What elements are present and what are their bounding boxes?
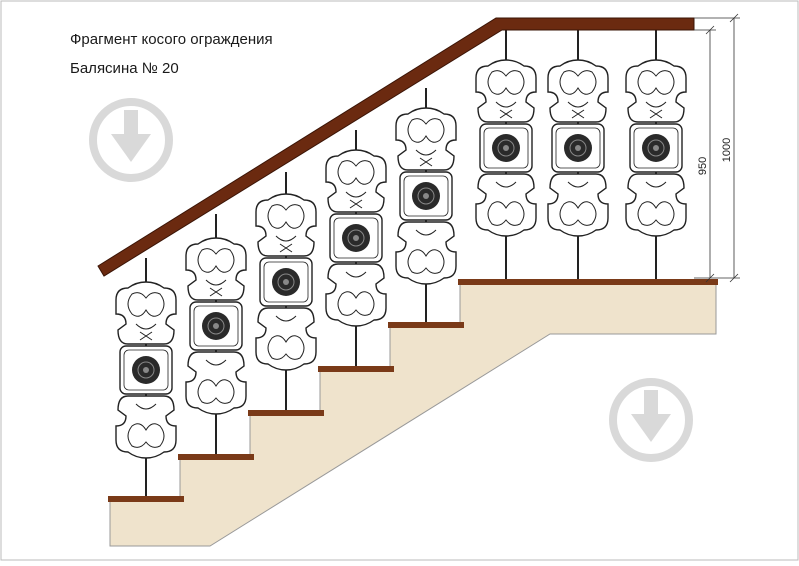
baluster-7 — [547, 59, 609, 237]
dimension-950: 950 — [697, 157, 709, 175]
baluster-6 — [475, 59, 537, 237]
drawing-title: Фрагмент косого ограждения — [70, 31, 273, 48]
dimension-1000: 1000 — [721, 138, 733, 162]
stair-treads — [108, 279, 718, 502]
baluster-2 — [185, 237, 247, 415]
watermark-download-icon — [93, 102, 169, 178]
baluster-3 — [255, 193, 317, 371]
baluster-4 — [325, 149, 387, 327]
baluster-8 — [625, 59, 687, 237]
dimension-lines — [694, 13, 740, 283]
watermark-download-icon — [613, 382, 689, 458]
baluster-5 — [395, 107, 457, 285]
baluster-1 — [115, 281, 177, 459]
baluster-name: Балясина № 20 — [70, 60, 179, 77]
